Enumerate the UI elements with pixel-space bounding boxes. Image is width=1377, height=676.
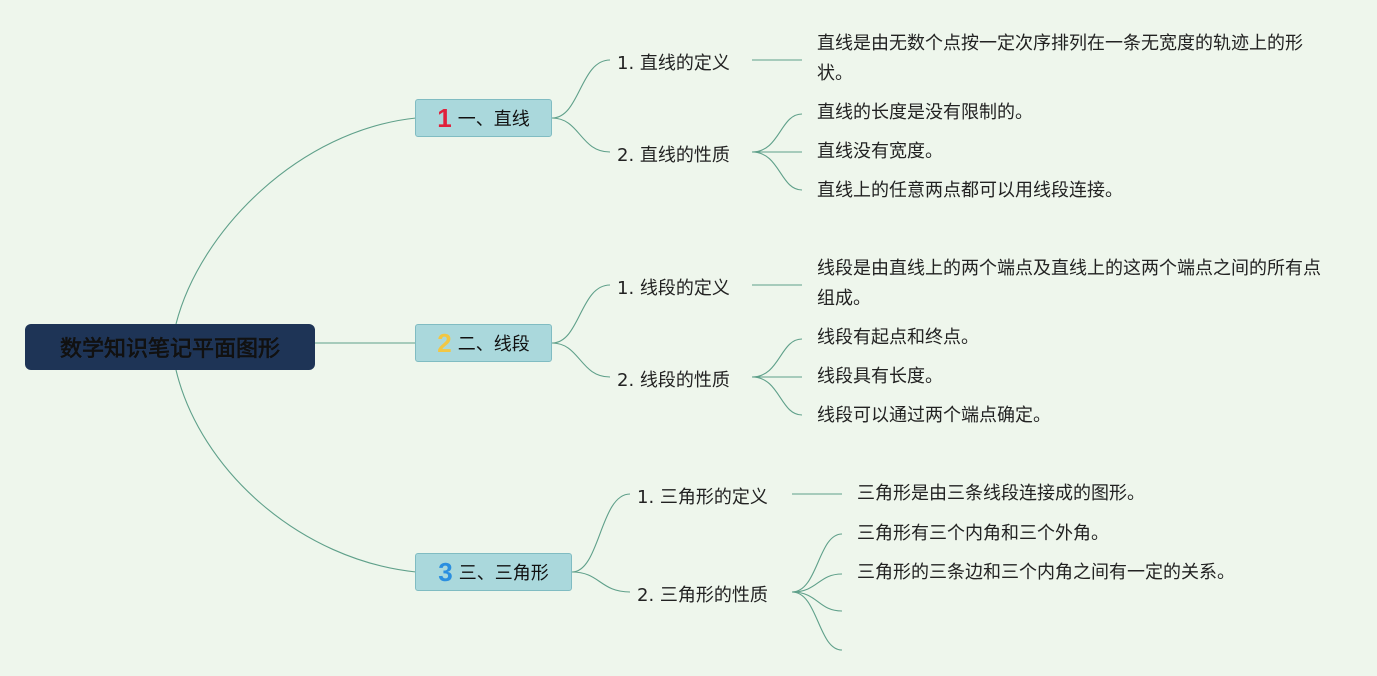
branch-number-1: 1 [437, 102, 452, 133]
branch-topic-1[interactable]: 1 一、直线 [415, 99, 552, 137]
connector-b3-sub2-leaf1 [791, 533, 843, 593]
connector-b3-sub2 [571, 571, 631, 593]
connector-b1-sub2-leaf3 [751, 151, 803, 191]
leaf-3-1-1[interactable]: 三角形是由三条线段连接成的图形。 [857, 483, 1145, 504]
connector-b1-sub2-leaf1 [751, 113, 803, 153]
leaf-3-2-2[interactable]: 三角形的三条边和三个内角之间有一定的关系。 [857, 562, 1235, 583]
leaf-3-2-1[interactable]: 三角形有三个内角和三个外角。 [857, 523, 1109, 544]
connector-b2-sub2-leaf3 [751, 376, 803, 416]
connector-b2-sub2-leaf1 [751, 338, 803, 378]
connector-b3-sub2-leaf3 [791, 591, 843, 612]
connector-root-branch-1 [175, 117, 417, 325]
connector-b1-sub2 [551, 117, 611, 153]
leaf-1-2-2[interactable]: 直线没有宽度。 [817, 141, 943, 162]
subtopic-1-1[interactable]: 1. 直线的定义 [617, 53, 730, 74]
subtopic-3-2[interactable]: 2. 三角形的性质 [637, 585, 768, 606]
branch-label-3: 三、三角形 [458, 563, 549, 584]
connector-b1-sub1 [551, 59, 611, 119]
connector-b2-sub2 [551, 342, 611, 378]
connector-b3-sub1 [571, 493, 631, 573]
connector-b3-sub2-leaf4 [791, 591, 843, 651]
connector-root-branch-3 [175, 369, 417, 573]
subtopic-2-1[interactable]: 1. 线段的定义 [617, 278, 730, 299]
branch-topic-2[interactable]: 2 二、线段 [415, 324, 552, 362]
branch-number-2: 2 [437, 327, 452, 358]
leaf-1-2-3[interactable]: 直线上的任意两点都可以用线段连接。 [817, 180, 1123, 201]
branch-number-3: 3 [438, 556, 453, 587]
root-topic-label: 数学知识笔记平面图形 [59, 337, 280, 362]
leaf-2-2-1[interactable]: 线段有起点和终点。 [817, 327, 979, 348]
subtopic-3-1[interactable]: 1. 三角形的定义 [637, 487, 768, 508]
leaf-2-2-2[interactable]: 线段具有长度。 [817, 366, 943, 387]
leaf-1-2-1[interactable]: 直线的长度是没有限制的。 [817, 102, 1033, 123]
subtopic-2-2[interactable]: 2. 线段的性质 [617, 370, 730, 391]
branch-topic-3[interactable]: 3 三、三角形 [415, 553, 572, 591]
leaf-1-1-1[interactable]: 直线是由无数个点按一定次序排列在一条无宽度的轨迹上的形状。 [817, 33, 1303, 84]
root-topic[interactable]: 数学知识笔记平面图形 [25, 324, 315, 370]
leaf-2-2-3[interactable]: 线段可以通过两个端点确定。 [817, 405, 1051, 426]
branch-label-1: 一、直线 [457, 109, 530, 130]
leaf-2-1-1[interactable]: 线段是由直线上的两个端点及直线上的这两个端点之间的所有点组成。 [817, 258, 1321, 309]
branch-label-2: 二、线段 [457, 334, 530, 355]
subtopic-1-2[interactable]: 2. 直线的性质 [617, 145, 730, 166]
connector-b2-sub1 [551, 284, 611, 344]
connector-b3-sub2-leaf2 [791, 573, 843, 593]
